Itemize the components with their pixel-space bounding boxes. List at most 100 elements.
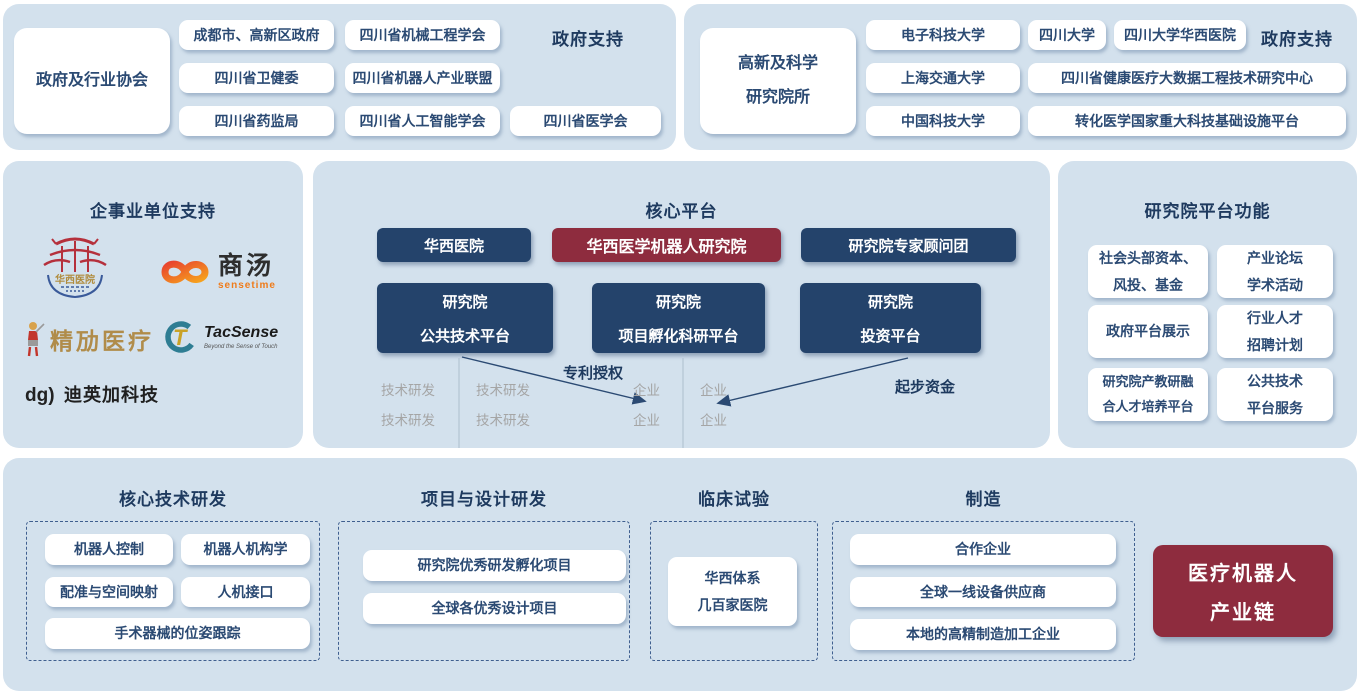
manufacturing-container [832, 521, 1135, 661]
support-label: 政府支持 [1261, 30, 1333, 49]
tacsense-tagline: Beyond the Sense of Touch [204, 343, 278, 350]
svg-text:T: T [173, 325, 188, 350]
box-label: 手术器械的位姿跟踪 [114, 625, 241, 642]
investment-platform-box: 研究院 投资平台 [800, 283, 981, 353]
sensetime-swirl-icon [161, 260, 209, 284]
tech-rd-label: 技术研发 [476, 413, 530, 428]
box-label-line1: 产业论坛 [1247, 249, 1303, 266]
jingmai-mascot-icon [27, 322, 45, 357]
org-box: 四川省健康医疗大数据工程技术研究中心 [1028, 63, 1346, 93]
box-label-line2: 几百家医院 [697, 596, 768, 613]
manufacturing-box: 本地的高精制造加工企业 [850, 619, 1116, 650]
seed-funding-label: 起步资金 [895, 379, 956, 396]
box-label: 本地的高精制造加工企业 [906, 626, 1060, 643]
box-label-line1: 研究院产教研融 [1102, 373, 1194, 389]
box-label: 研究院专家顾问团 [848, 237, 969, 255]
chain-label-line1: 医疗机器人 [1188, 563, 1298, 585]
box-label-line1: 公共技术 [1247, 372, 1303, 389]
medical-robot-industry-chain-box: 医疗机器人 产业链 [1153, 545, 1333, 637]
box-label: 人机接口 [217, 583, 274, 600]
function-box: 社会头部资本、 风投、基金 [1088, 245, 1208, 298]
box-label: 机器人控制 [74, 541, 144, 558]
box-label-line2: 项目孵化科研平台 [618, 327, 739, 345]
enterprise-label: 企业 [700, 413, 727, 428]
box-label-line2: 投资平台 [860, 327, 921, 345]
tech-box: 人机接口 [181, 577, 310, 607]
box-label-line1: 研究院 [442, 293, 488, 311]
clinical-box: 华西体系 几百家医院 [668, 557, 797, 626]
box-label: 全球各优秀设计项目 [431, 600, 558, 617]
org-box: 四川省机械工程学会 [345, 20, 500, 50]
seal-text: 华西医院 [55, 273, 95, 286]
chain-label-line2: 产业链 [1210, 602, 1276, 624]
tacsense-circle-icon: T [165, 321, 197, 353]
diyingjia-logo: dg) 迪英加科技 [23, 379, 159, 409]
enterprise-label: 企业 [633, 383, 660, 398]
box-label-line1: 行业人才 [1247, 309, 1303, 326]
tacsense-text: TacSense [204, 323, 279, 341]
org-label: 电子科技大学 [901, 26, 985, 43]
core-title: 核心平台 [645, 202, 718, 221]
incubation-platform-box: 研究院 项目孵化科研平台 [592, 283, 765, 353]
org-box: 四川省机器人产业联盟 [345, 63, 500, 93]
org-box: 上海交通大学 [866, 63, 1020, 93]
org-label: 四川省人工智能学会 [359, 112, 486, 129]
box-label-line1: 华西体系 [704, 569, 761, 586]
box-label-line2: 风投、基金 [1113, 276, 1183, 293]
section-title-core-rd: 核心技术研发 [119, 490, 227, 509]
panel-industry-chain: 核心技术研发 项目与设计研发 临床试验 制造 机器人控制 机器人机构学 配准与空… [3, 458, 1357, 691]
org-label: 四川大学华西医院 [1124, 26, 1236, 43]
org-label: 四川省药监局 [214, 112, 299, 129]
org-box: 电子科技大学 [866, 20, 1020, 50]
function-box: 产业论坛 学术活动 [1217, 245, 1333, 298]
box-label: 华西医院 [423, 237, 484, 255]
enterprise-label: 企业 [700, 383, 727, 398]
org-label: 四川省机器人产业联盟 [352, 69, 493, 86]
function-box: 公共技术 平台服务 [1217, 368, 1333, 421]
diyingjia-mark-text: dg) [25, 385, 55, 406]
diyingjia-text: 迪英加科技 [64, 385, 159, 405]
panel-enterprise-support: 企事业单位支持 华西医院 [3, 161, 303, 448]
org-label: 成都市、高新区政府 [193, 26, 320, 43]
org-box: 转化医学国家重大科技基础设施平台 [1028, 106, 1346, 136]
tech-rd-label: 技术研发 [381, 413, 435, 428]
tech-rd-label: 技术研发 [476, 383, 530, 398]
tech-box: 配准与空间映射 [45, 577, 173, 607]
org-box: 四川大学 [1028, 20, 1106, 50]
diyingjia-mark-icon: dg) [25, 385, 55, 406]
section-title-manufacturing: 制造 [965, 490, 1002, 509]
org-box: 中国科技大学 [866, 106, 1020, 136]
box-label-line2: 平台服务 [1247, 399, 1303, 416]
lead-label-line1: 高新及科学 [737, 55, 818, 73]
box-label-line2: 公共技术平台 [419, 327, 510, 345]
panel-universities: 高新及科学 研究院所 电子科技大学 四川大学 四川大学华西医院 政府支持 上海交… [684, 4, 1357, 150]
enterprise-label: 企业 [633, 413, 660, 428]
panel-government-industry: 政府及行业协会 成都市、高新区政府 四川省机械工程学会 政府支持 四川省卫健委 … [3, 4, 676, 150]
function-box: 研究院产教研融 合人才培养平台 [1088, 368, 1208, 421]
medical-robot-institute-box: 华西医学机器人研究院 [552, 228, 781, 262]
west-china-hospital-box: 华西医院 [377, 228, 531, 262]
org-label: 中国科技大学 [901, 112, 985, 129]
org-label: 上海交通大学 [901, 69, 985, 86]
box-label-line2: 学术活动 [1247, 276, 1303, 293]
tech-rd-label: 技术研发 [381, 383, 435, 398]
org-label: 四川省健康医疗大数据工程技术研究中心 [1061, 69, 1313, 86]
org-box: 四川省医学会 [510, 106, 661, 136]
project-box: 研究院优秀研发孵化项目 [363, 550, 626, 581]
org-box: 四川省药监局 [179, 106, 334, 136]
universities-lead-box: 高新及科学 研究院所 [700, 28, 856, 134]
core-rd-container [26, 521, 320, 661]
manufacturing-box: 合作企业 [850, 534, 1116, 565]
design-rd-container [338, 521, 630, 661]
section-title-design-rd: 项目与设计研发 [421, 490, 547, 509]
panel-core-platform: 核心平台 华西医院 华西医学机器人研究院 研究院专家顾问团 研究院 公共技术平台… [313, 161, 1050, 448]
enterprise-title: 企事业单位支持 [90, 202, 216, 221]
sensetime-cn-text: 商汤 [218, 251, 275, 280]
sensetime-en-text: sensetime [218, 279, 276, 291]
sensetime-logo: 商汤 sensetime [158, 249, 276, 295]
panel-platform-functions: 研究院平台功能 社会头部资本、 风投、基金 产业论坛 学术活动 政府平台展示 行… [1058, 161, 1357, 448]
section-title-clinical: 临床试验 [698, 490, 770, 509]
lead-label-line2: 研究院所 [745, 89, 810, 106]
box-label-line1: 研究院 [867, 293, 913, 311]
